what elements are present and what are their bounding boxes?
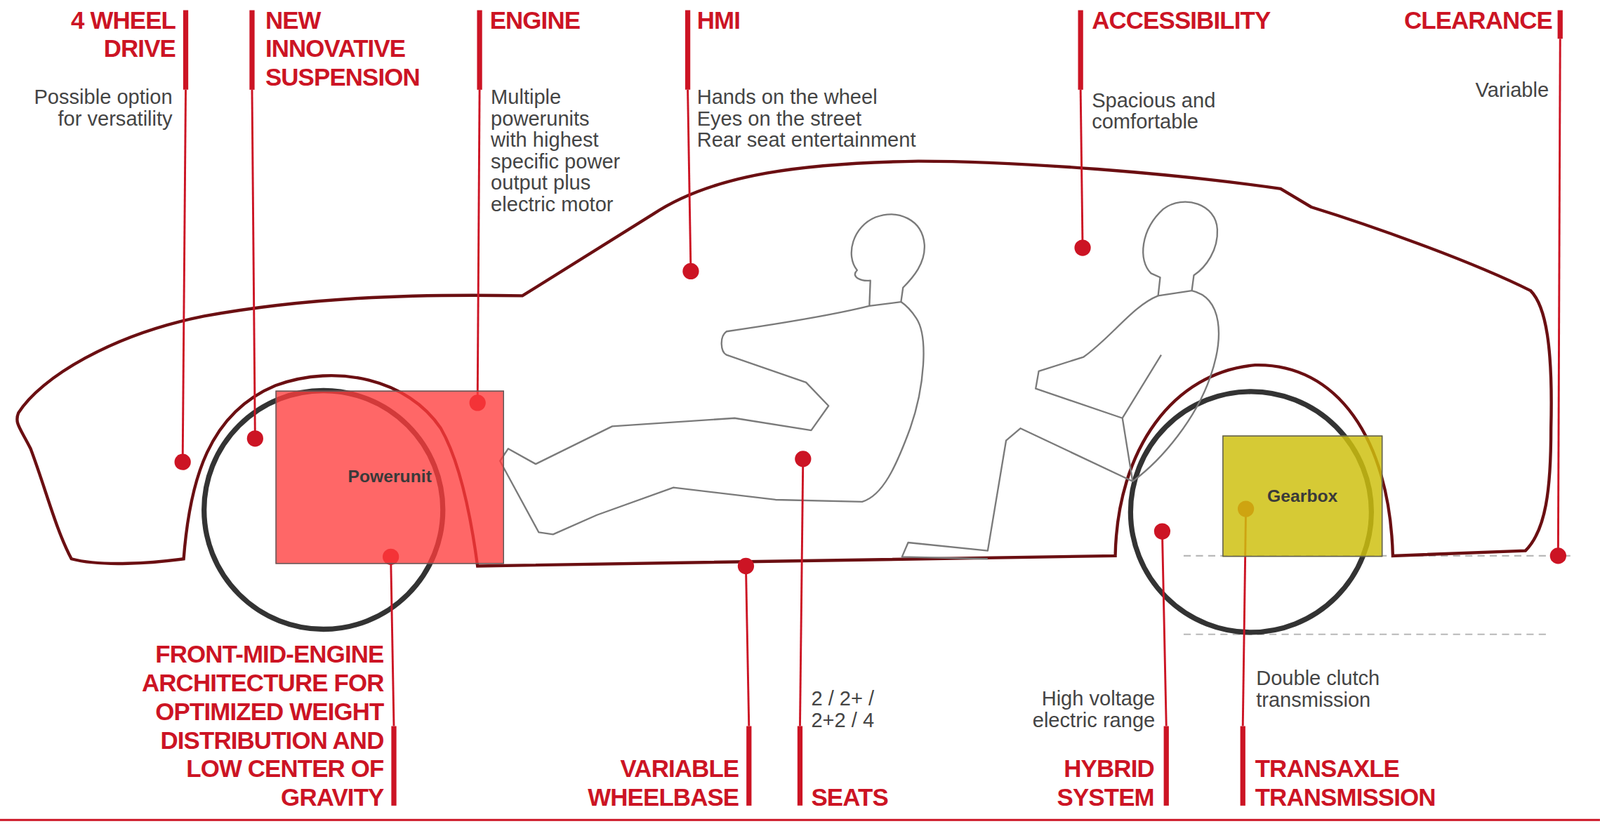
gearbox-box: Gearbox <box>1222 435 1383 557</box>
callout-title: ENGINE <box>490 6 581 36</box>
callout-bar <box>249 10 255 90</box>
leader-line <box>252 89 255 439</box>
callout-title: SEATS <box>810 783 888 813</box>
callout-title: FRONT-MID-ENGINE ARCHITECTURE FOR OPTIMI… <box>118 640 385 812</box>
leader-line <box>799 459 803 727</box>
callout-text: High voltage electric range <box>1027 688 1156 732</box>
callout-dot <box>794 450 811 467</box>
callout-dot <box>682 263 699 280</box>
callout-leaders <box>182 10 1560 806</box>
occupants <box>499 202 1219 560</box>
callout-bar <box>1164 726 1169 806</box>
callout-text: Eyes on the street <box>697 108 862 130</box>
leader-line <box>1557 38 1560 557</box>
callout-title: VARIABLE WHEELBASE <box>575 754 740 812</box>
callout-dot <box>737 558 755 575</box>
callout-text: Multiple powerunits with highest specifi… <box>490 87 626 216</box>
ground-lines <box>1183 556 1572 635</box>
callout-dot <box>1074 239 1091 256</box>
callout-dot <box>1154 523 1171 540</box>
callout-text: Variable <box>1475 79 1550 102</box>
callout-bar <box>391 726 396 806</box>
callout-bar <box>183 10 189 90</box>
passenger-body <box>902 290 1219 559</box>
callout-text: Rear seat entertainment <box>697 129 917 152</box>
leader-line <box>1080 89 1083 248</box>
callout-bar <box>1078 10 1084 90</box>
callout-bar <box>476 10 482 90</box>
leader-line <box>745 565 749 726</box>
bottom-rule <box>0 819 1600 822</box>
callout-text: Hands on the wheel <box>697 87 878 109</box>
callout-title: TRANSAXLE TRANSMISSION <box>1255 754 1454 812</box>
driver-body <box>499 301 924 535</box>
box-label: Gearbox <box>1267 485 1338 507</box>
callout-bar <box>685 10 691 90</box>
callout-bar <box>1240 726 1246 806</box>
callout-bar <box>797 726 803 806</box>
callout-text: Spacious and comfortable <box>1091 89 1245 133</box>
car-silhouette <box>16 161 1551 567</box>
leader-line <box>477 89 480 403</box>
callout-dots <box>174 239 1567 575</box>
callout-dot <box>247 430 264 447</box>
callout-text: Double clutch transmission <box>1255 668 1389 712</box>
callout-title: CLEARANCE <box>1404 6 1553 36</box>
callout-title: NEW INNOVATIVE SUSPENSION <box>265 6 439 92</box>
callout-text: 2 / 2+ / 2+2 / 4 <box>810 688 888 732</box>
callout-title: HYBRID SYSTEM <box>1041 754 1155 812</box>
callout-text: Possible option for versatility <box>19 87 173 130</box>
callout-dot <box>174 454 191 471</box>
leader-line <box>688 89 691 272</box>
box-label: Powerunit <box>347 466 432 488</box>
callout-bar <box>1557 10 1563 40</box>
leader-line <box>1161 531 1167 727</box>
callout-title: ACCESSIBILITY <box>1091 6 1271 36</box>
leader-line <box>182 89 186 462</box>
callout-bar <box>746 726 752 806</box>
powerunit-box: Powerunit <box>275 390 505 564</box>
driver-head <box>851 214 925 307</box>
passenger-head <box>1142 202 1218 297</box>
callout-title: 4 WHEEL DRIVE <box>53 6 176 64</box>
callout-title: HMI <box>697 6 740 36</box>
leader-line <box>391 556 394 726</box>
callout-dot <box>1550 547 1567 564</box>
